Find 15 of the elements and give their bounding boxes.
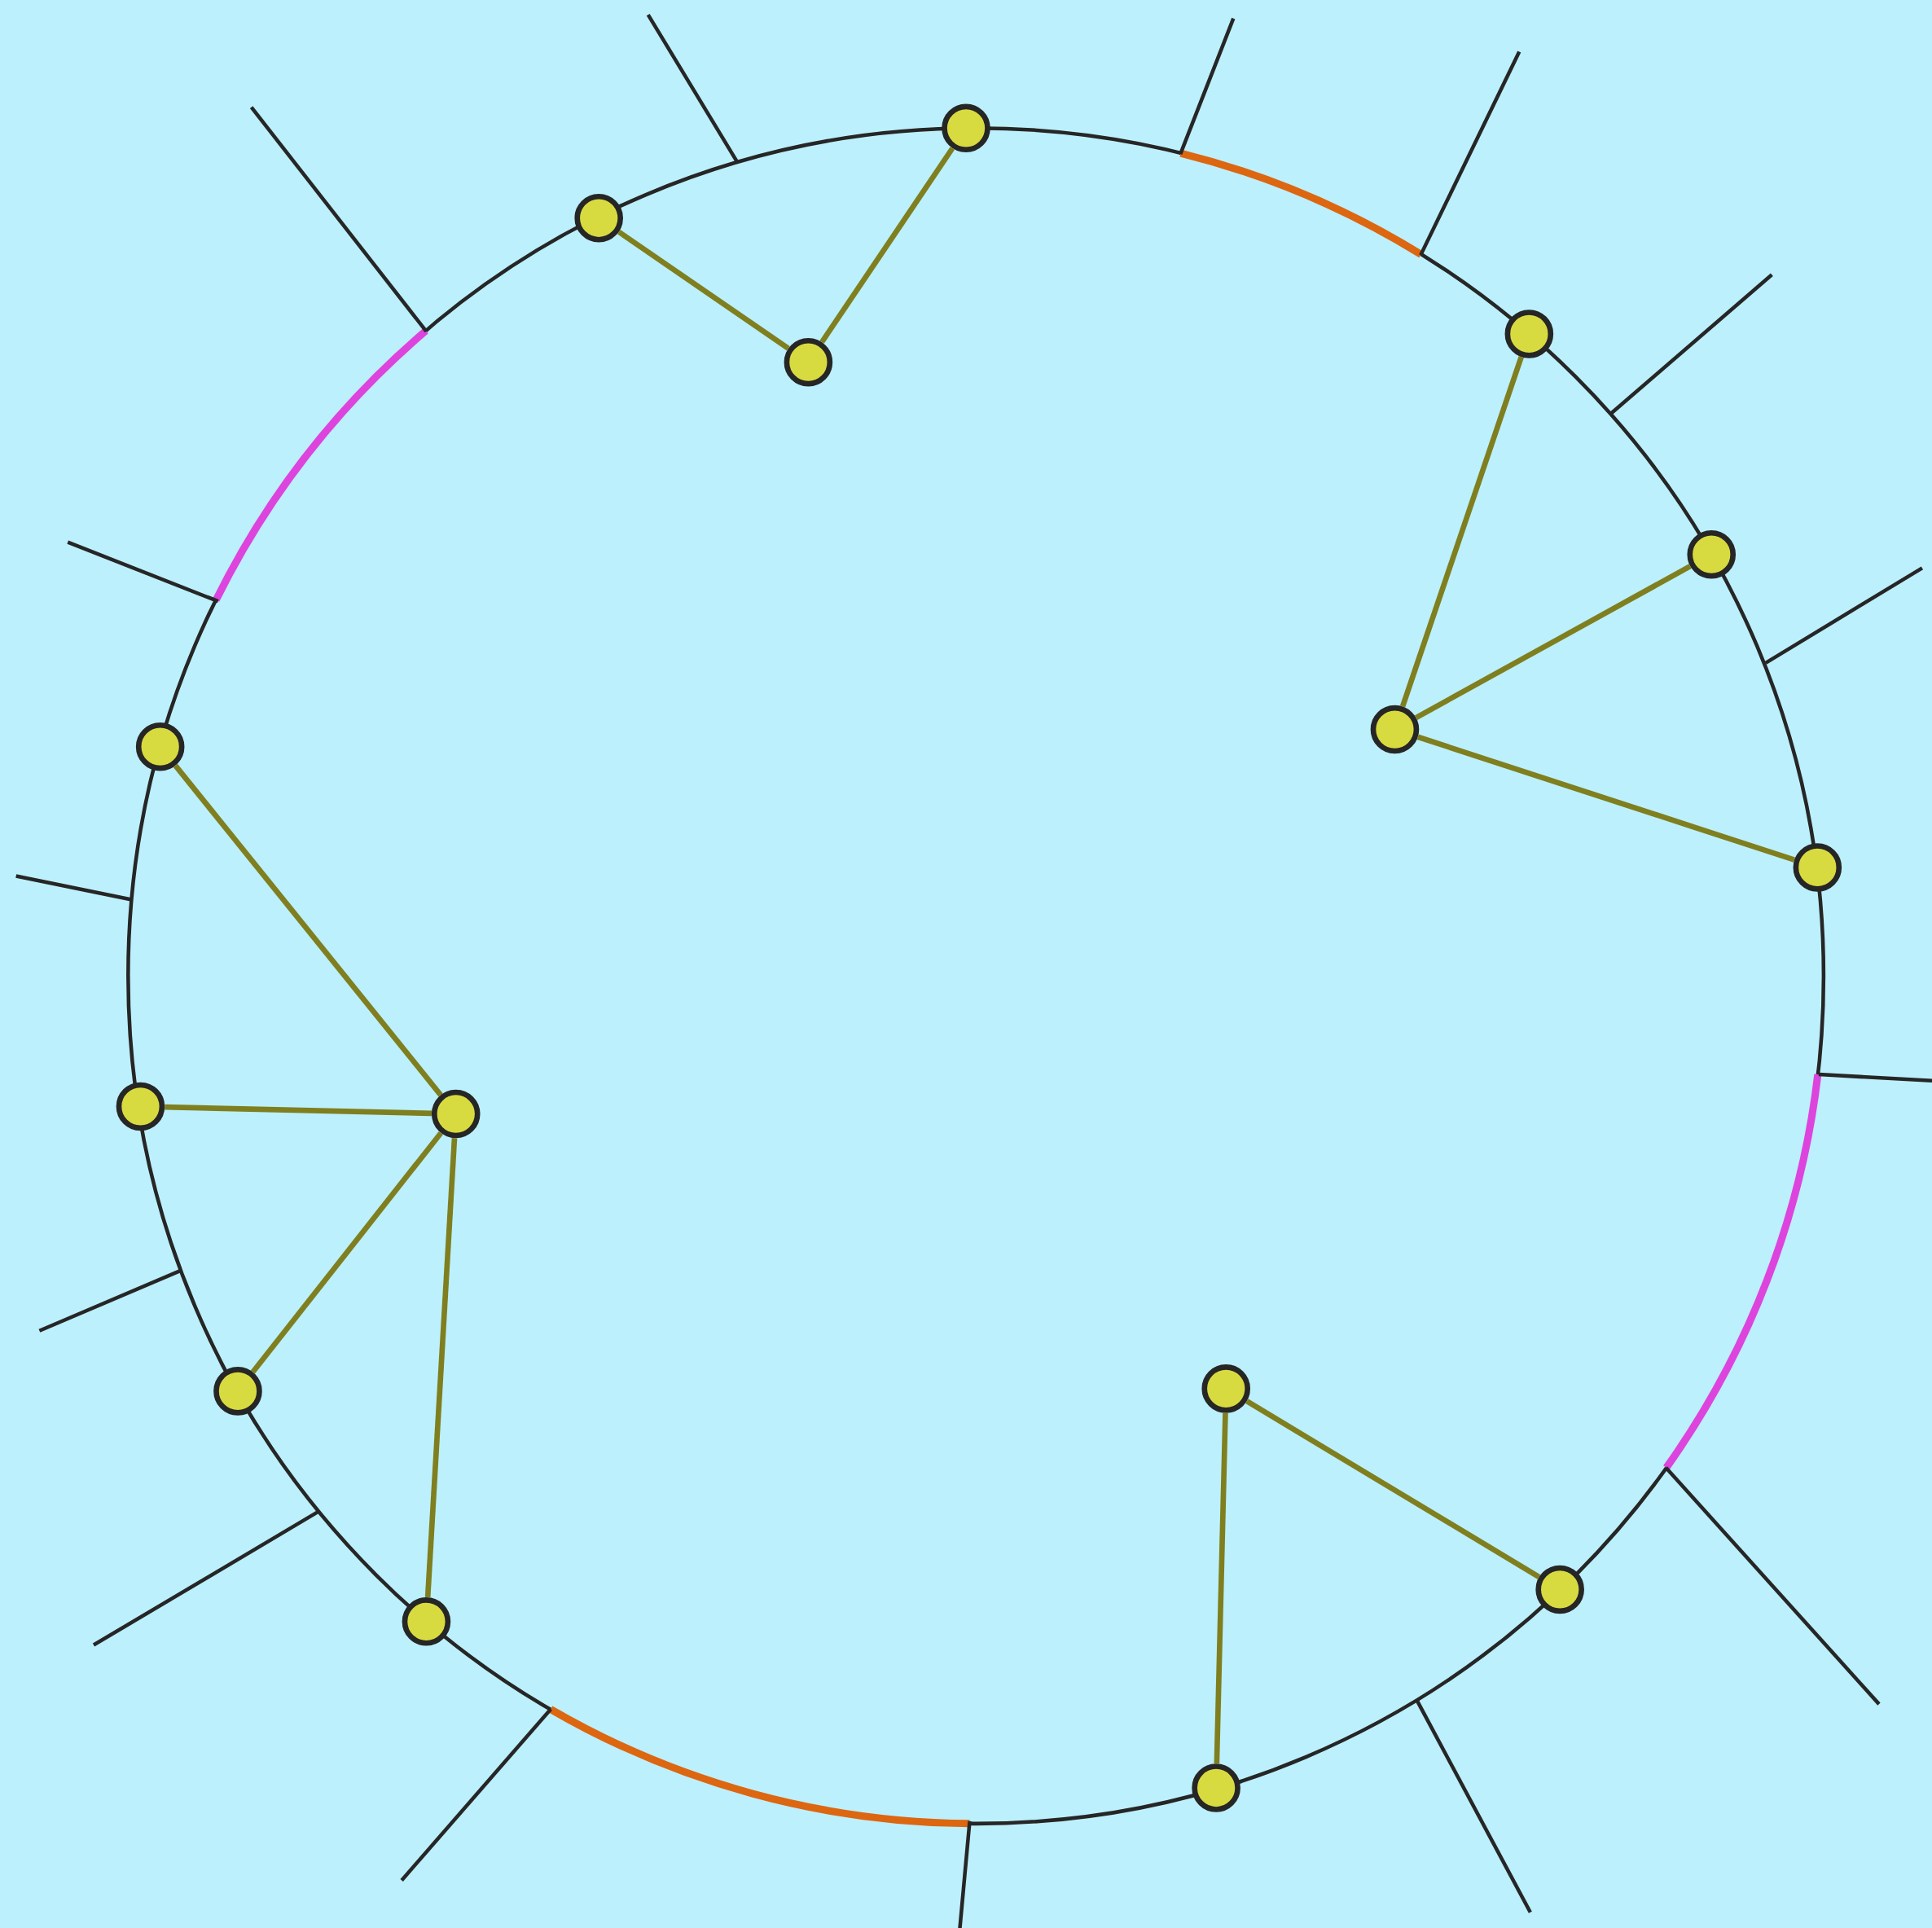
node-circle: [135, 722, 185, 771]
connector-line: [1245, 1399, 1541, 1579]
connector-line: [250, 1131, 443, 1374]
connector-line: [1399, 355, 1524, 708]
connector-line: [1416, 734, 1796, 863]
connector-line: [1414, 564, 1692, 720]
connector-line: [617, 229, 790, 351]
node-circle: [1370, 705, 1420, 754]
connector-line: [1214, 1412, 1228, 1764]
connector-line: [173, 763, 443, 1097]
node-circle: [574, 193, 624, 243]
node-circle: [784, 337, 833, 387]
connector-line: [819, 146, 955, 344]
node-circle: [116, 1082, 165, 1131]
node-circle: [1687, 529, 1737, 579]
